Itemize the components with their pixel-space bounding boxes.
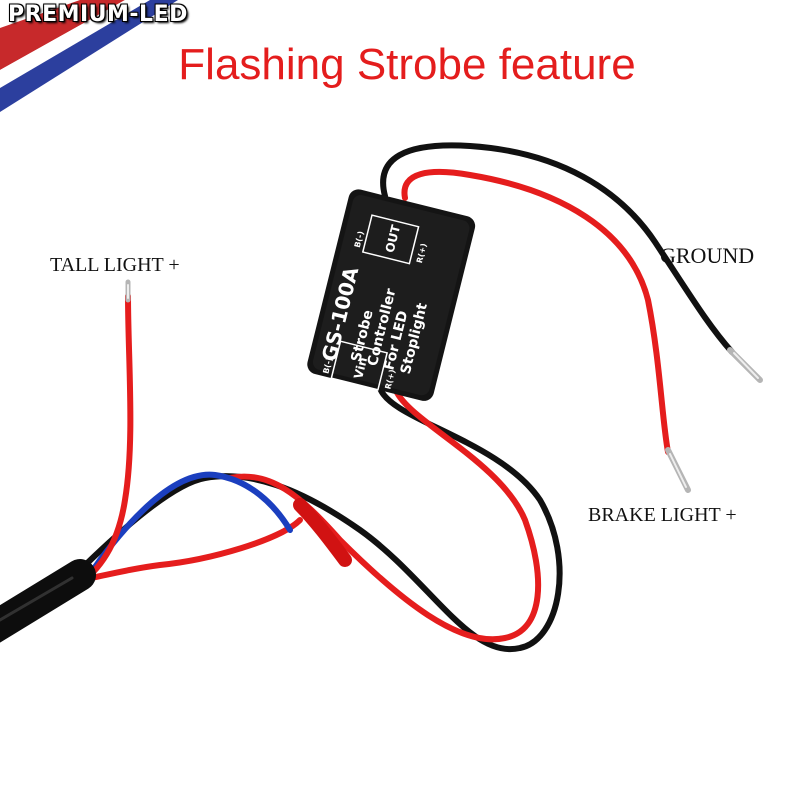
page-title: Flashing Strobe feature [178,40,636,89]
in-pin-label: Vin [351,356,370,380]
ground-wire [380,142,735,355]
tube-red-wire [72,517,303,583]
harness-tube [0,559,96,643]
flag-corner-icon [0,0,178,112]
ground-label: GROUND [660,243,755,268]
tail-light-label: TALL LIGHT + [50,254,180,276]
strobe-controller-module [307,189,476,401]
brand-logo: PREMIUM-LED [8,2,188,27]
brake-terminal [665,447,691,493]
brake-light-label: BRAKE LIGHT + [588,504,737,526]
out-pin-label: OUT [383,223,404,254]
brake-light-wire [401,168,671,455]
in-pin-neg: B(-) [321,356,334,374]
ground-terminal [727,347,763,383]
out-pin-neg: B(-) [353,230,366,248]
tail-light-wire [72,293,134,591]
input-ground-wire [67,385,563,653]
heat-shrink-sleeve [293,498,352,567]
